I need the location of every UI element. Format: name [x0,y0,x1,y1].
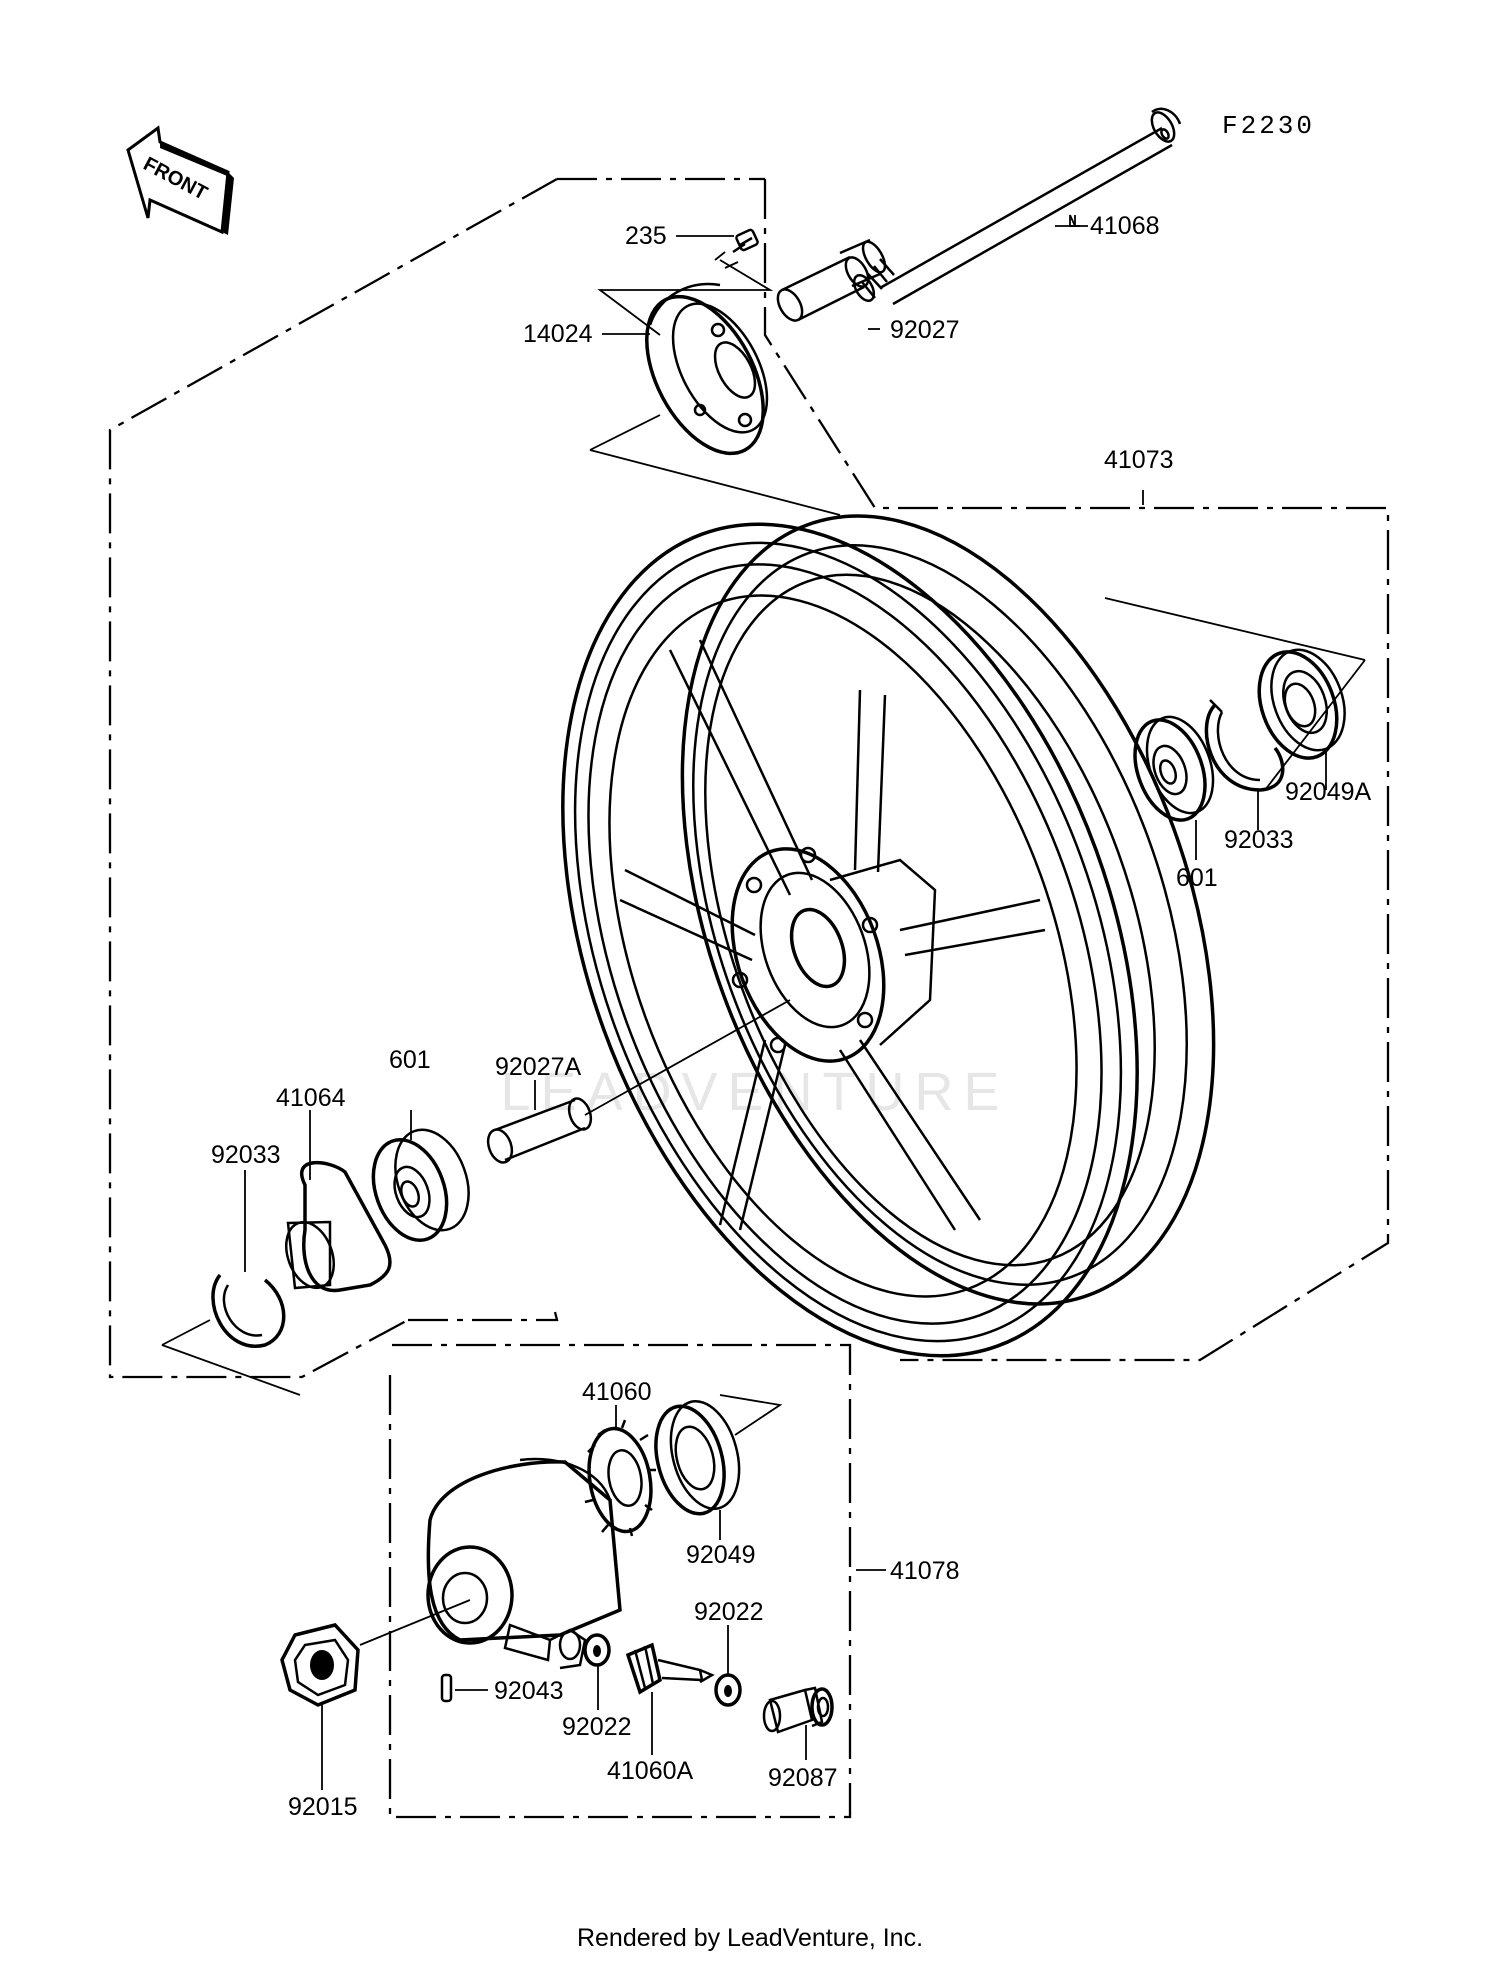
oil-seal-92049 [654,1399,741,1516]
part-label-14024: 14024 [523,320,593,348]
pinion-gear-41060A [625,1642,715,1695]
footer-credit: Rendered by LeadVenture, Inc. [577,1924,923,1952]
front-arrow-icon: FRONT [126,125,234,235]
diagram-code: F2230 [1222,111,1315,141]
bushing-92087 [762,1686,834,1734]
leader-left-clip [161,1319,301,1396]
circlip-92033-right [1204,699,1285,792]
collar-92027 [776,238,887,322]
part-label-41064: 41064 [276,1084,346,1112]
leader-lower-seal [719,1394,783,1436]
drive-gear-41060 [584,1419,656,1537]
wheel-41073 [561,514,1216,1358]
leader-cover-dash [589,259,841,516]
washer-92022-right [714,1673,742,1707]
screw-235 [714,228,759,269]
bearing-601-left [371,1128,470,1242]
cover-14024 [645,282,769,456]
sleeve-92027A [486,1097,593,1164]
bearing-601-right [1133,715,1215,822]
axle-center-line [584,999,791,1116]
part-label-41068: 41068 [1090,212,1160,240]
assembly-boundary-lines [108,177,1390,1819]
washer-92022-left [583,1633,611,1667]
plate-41064 [285,1161,392,1293]
nut-92015 [280,1623,360,1707]
part-label-92043: 92043 [494,1677,564,1705]
leader-right-seal [1104,597,1366,791]
part-label-92033-left: 92033 [211,1141,281,1169]
part-label-601-right: 601 [1176,864,1218,892]
part-label-41060: 41060 [582,1378,652,1406]
part-label-235: 235 [625,222,667,250]
watermark-text: LEADVENTURE [500,1062,1009,1122]
part-label-92049A: 92049A [1285,778,1372,806]
part-label-41060A: 41060A [607,1757,694,1785]
part-label-92049: 92049 [686,1541,756,1569]
pin-92043 [440,1673,453,1703]
axle-41068 [852,107,1182,306]
part-label-41073: 41073 [1104,446,1174,474]
part-label-92033-right: 92033 [1224,826,1294,854]
part-label-92087: 92087 [768,1764,838,1792]
gear-housing-41078 [426,1457,622,1670]
part-label-92015: 92015 [288,1793,358,1821]
part-label-92027: 92027 [890,316,960,344]
part-label-92022-left: 92022 [562,1713,632,1741]
leader-lines [244,214,1327,1790]
oil-seal-92049A [1257,648,1346,760]
part-label-601-left: 601 [389,1046,431,1074]
part-label-92027A: 92027A [495,1053,582,1081]
part-label-92022-right: 92022 [694,1598,764,1626]
part-label-41078: 41078 [890,1557,960,1585]
leader-nut-axle [359,1599,471,1646]
circlip-92033-left [211,1273,286,1348]
